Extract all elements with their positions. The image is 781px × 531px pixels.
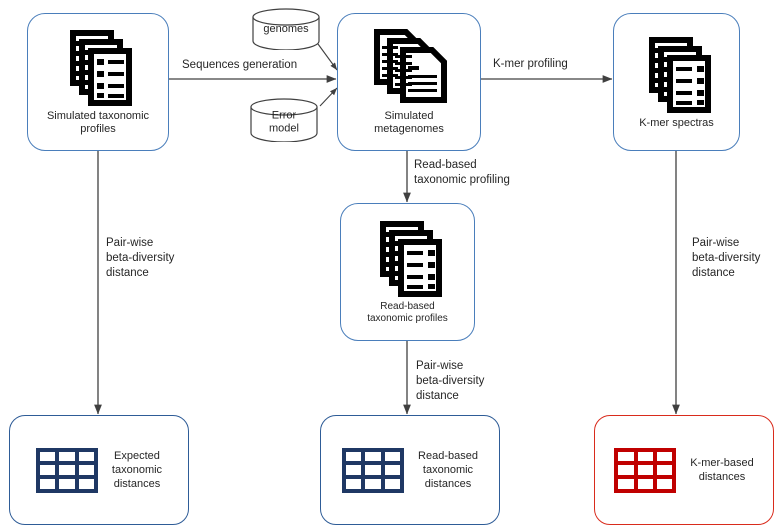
datastore-genomes[interactable]: genomes — [252, 8, 320, 50]
documents-stack-bulleted-icon — [61, 28, 135, 106]
node-label-read-based-taxonomic-profiles: Read-based taxonomic profiles — [367, 301, 448, 324]
cylinder-database-icon — [252, 8, 320, 50]
node-read-based-taxonomic-profiles[interactable]: Read-based taxonomic profiles — [340, 203, 475, 341]
documents-stack-lined-icon — [368, 28, 450, 108]
edge-label-pairwise-middle: Pair-wise beta-diversity distance — [416, 360, 485, 402]
node-label-simulated-metagenomes: Simulated metagenomes — [374, 110, 444, 135]
edge-label-sequences-generation: Sequences generation — [182, 59, 298, 71]
edge-label-kmer-profiling: K-mer profiling — [493, 58, 568, 70]
node-read-based-taxonomic-distances[interactable]: Read-based taxonomic distances — [320, 415, 500, 525]
edge-label-read-based-profiling: Read-based taxonomic profiling — [414, 159, 510, 186]
node-kmer-spectras[interactable]: K-mer spectras — [613, 13, 740, 151]
node-simulated-metagenomes[interactable]: Simulated metagenomes — [337, 13, 481, 151]
node-simulated-taxonomic-profiles[interactable]: Simulated taxonomic profiles — [27, 13, 169, 151]
datastore-error-model-label: Error model — [269, 109, 299, 135]
node-label-kmer-spectras: K-mer spectras — [639, 116, 714, 129]
documents-stack-bulleted-icon — [640, 35, 714, 113]
node-expected-taxonomic-distances[interactable]: Expected taxonomic distances — [9, 415, 189, 525]
node-kmer-based-distances[interactable]: K-mer-based distances — [594, 415, 774, 525]
node-label-simulated-taxonomic-profiles: Simulated taxonomic profiles — [46, 110, 150, 135]
node-label-read-based-taxonomic-distances: Read-based taxonomic distances — [418, 450, 478, 490]
table-grid-icon — [342, 447, 405, 493]
cylinder-database-icon — [250, 98, 318, 142]
node-label-expected-taxonomic-distances: Expected taxonomic distances — [111, 450, 163, 490]
edge-label-pairwise-left: Pair-wise beta-diversity distance — [106, 237, 175, 279]
edge-errormodel-to-metagenomes — [319, 87, 338, 107]
table-grid-icon — [35, 447, 98, 493]
datastore-genomes-label: genomes — [263, 23, 309, 36]
datastore-error-model[interactable]: Error model — [250, 98, 318, 142]
table-grid-icon — [614, 447, 677, 493]
documents-stack-bulleted-icon — [371, 219, 445, 297]
edge-label-pairwise-right: Pair-wise beta-diversity distance — [692, 237, 761, 279]
node-label-kmer-based-distances: K-mer-based distances — [690, 457, 754, 483]
edge-genomes-to-metagenomes — [317, 43, 338, 71]
